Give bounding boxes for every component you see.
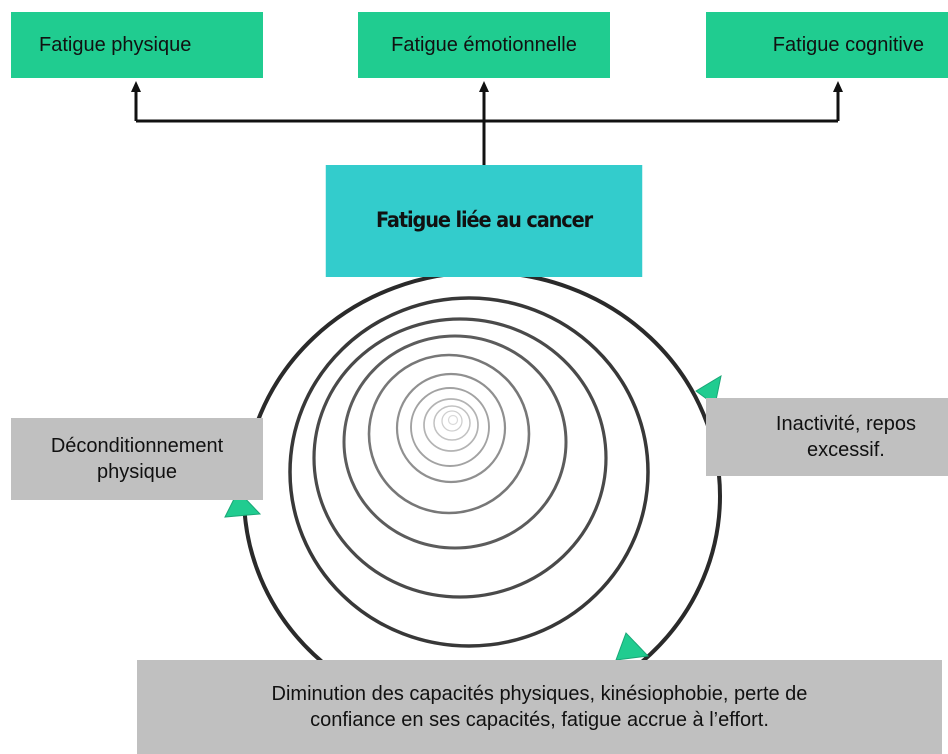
diminution-line-1: Diminution des capacités physiques, kiné… xyxy=(271,683,808,705)
cycle-arrow-bottom-icon xyxy=(615,632,650,661)
inactivite-box: Inactivité, repos excessif. xyxy=(706,398,948,476)
spiral-ring xyxy=(441,410,463,432)
fatigue-cognitive-box: Fatigue cognitive xyxy=(706,12,948,78)
cycle-arrows xyxy=(224,374,722,661)
spiral-ring xyxy=(367,353,531,515)
deconditionnement-line-2: physique xyxy=(96,461,178,483)
central-label: Fatigue liée au cancer xyxy=(375,208,593,233)
spiral-ring xyxy=(433,405,471,441)
cycle-arrow-right-icon xyxy=(695,374,722,406)
spiral-ring xyxy=(288,296,650,648)
arrowhead-up-icon xyxy=(479,81,489,92)
deconditionnement-box: Déconditionnement physique xyxy=(11,418,263,500)
diminution-line-2: confiance en ses capacités, fatigue accr… xyxy=(310,709,769,731)
arrowhead-up-icon xyxy=(833,81,843,92)
spiral-ring xyxy=(342,334,568,550)
fatigue-physique-label: Fatigue physique xyxy=(39,34,192,56)
fatigue-cognitive-label: Fatigue cognitive xyxy=(772,34,924,56)
inactivite-line-2: excessif. xyxy=(807,439,885,461)
inactivite-line-1: Inactivité, repos xyxy=(775,413,916,435)
fatigue-physique-box: Fatigue physique xyxy=(11,12,263,78)
diminution-box: Diminution des capacités physiques, kiné… xyxy=(137,660,942,754)
connector-arrowheads xyxy=(131,81,843,92)
connector-lines xyxy=(134,92,840,166)
deconditionnement-line-1: Déconditionnement xyxy=(50,435,224,457)
spiral-ring xyxy=(312,317,608,599)
inactivite-text: Inactivité, repos excessif. xyxy=(776,411,916,463)
spiral-ring xyxy=(423,398,479,452)
fatigue-emotionnelle-label: Fatigue émotionnelle xyxy=(391,34,577,56)
spiral-graphic xyxy=(242,270,722,722)
central-cancer-fatigue-box: Fatigue liée au cancer xyxy=(325,165,643,277)
cycle-arrow-left-icon xyxy=(224,490,262,518)
spiral-ring xyxy=(395,372,507,484)
arrowhead-up-icon xyxy=(131,81,141,92)
fatigue-emotionnelle-box: Fatigue émotionnelle xyxy=(358,12,610,78)
spiral-ring xyxy=(410,387,490,467)
spiral-ring xyxy=(447,414,459,426)
